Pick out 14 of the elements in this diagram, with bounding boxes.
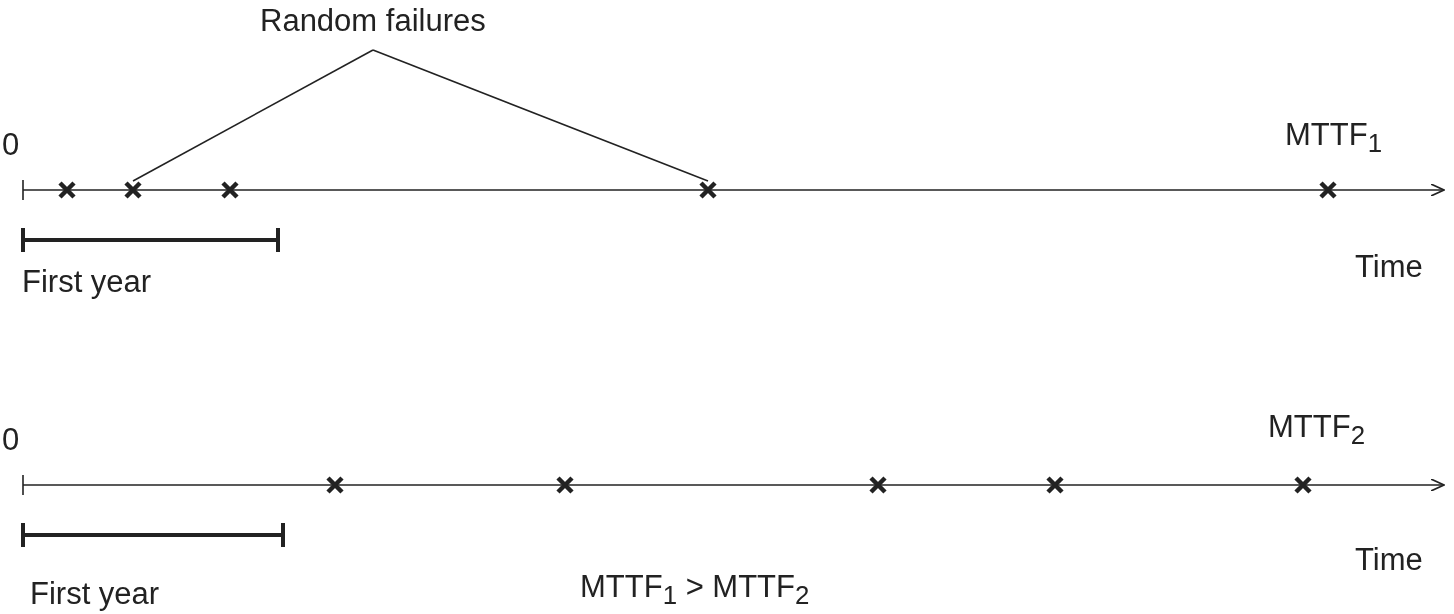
comparison-text: MTTF$_{1}$ > MTTF$_{2}$ (580, 570, 810, 610)
dimension-label: First year (22, 265, 152, 300)
axis-label: Time (1355, 543, 1423, 578)
leader-line (132, 49, 374, 182)
dimension-label: First year (30, 577, 160, 612)
failure-mark (699, 181, 717, 199)
callout-text: Random failures (260, 4, 486, 39)
axis-label: Time (1355, 250, 1423, 285)
failure-mark (124, 181, 142, 199)
axis-origin: 0 (2, 423, 20, 458)
axis-origin: 0 (2, 128, 20, 163)
mttf-label: MTTF$_{2}$ (1268, 410, 1365, 450)
leader-line (372, 49, 709, 182)
mttf-label: MTTF$_{1}$ (1285, 118, 1382, 158)
